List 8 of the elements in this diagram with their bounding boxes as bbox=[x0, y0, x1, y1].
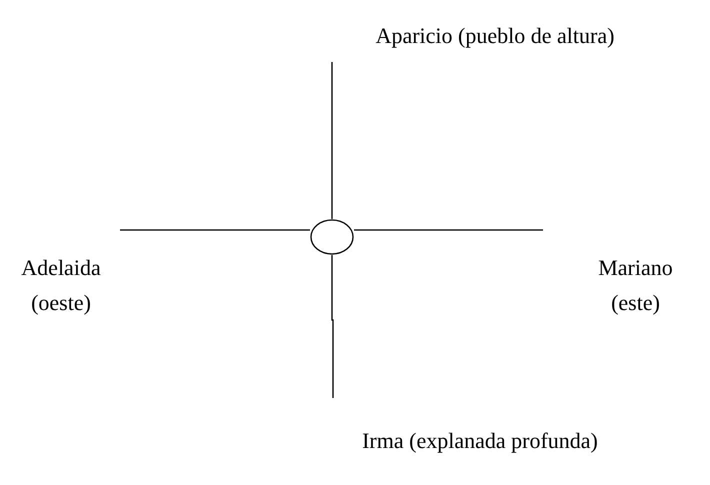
connector-line bbox=[120, 229, 310, 231]
connector-line bbox=[354, 229, 543, 231]
direction-label: Aparicio (pueblo de altura) bbox=[374, 22, 616, 50]
connector-line bbox=[331, 62, 333, 219]
direction-label: Adelaida (oeste) bbox=[20, 254, 102, 317]
direction-label: Irma (explanada profunda) bbox=[361, 427, 599, 455]
connector-line bbox=[331, 255, 334, 398]
direction-label: Mariano (este) bbox=[597, 254, 674, 317]
